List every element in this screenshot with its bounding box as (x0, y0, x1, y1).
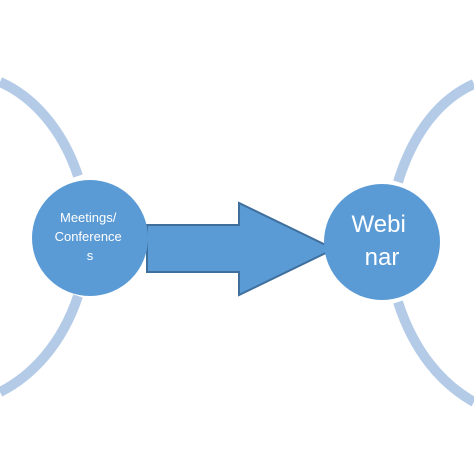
source-node: Meetings/ Conference s (32, 180, 148, 296)
target-node: Webi nar (324, 184, 440, 300)
target-node-line-1: Webi (352, 211, 406, 238)
right-arc-top (393, 79, 474, 184)
target-node-circle (324, 184, 440, 300)
source-node-line-2: Conference (55, 229, 122, 244)
source-node-line-1: Meetings/ (60, 210, 117, 225)
right-arc-bottom (393, 300, 474, 407)
source-node-line-3: s (87, 248, 94, 263)
left-arc-top (0, 77, 83, 178)
target-node-label: Webi nar (352, 211, 413, 271)
flow-arrow (146, 201, 337, 297)
left-arc-bottom (0, 294, 83, 397)
source-node-circle (32, 180, 148, 296)
source-node-label: Meetings/ Conference s (55, 210, 126, 263)
target-node-line-2: nar (365, 244, 400, 271)
